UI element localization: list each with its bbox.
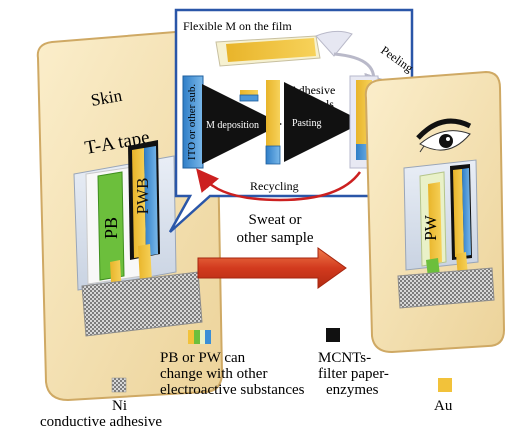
- legend-pbpw-line1: PB or PW can: [160, 350, 246, 366]
- coated-chip-gold: [240, 90, 258, 95]
- deposition-label: M deposition: [206, 120, 259, 131]
- legend-au-swatch: [438, 378, 452, 392]
- legend-pbpw-blue: [205, 330, 211, 344]
- m-on-substrate-gold: [266, 80, 280, 146]
- legend-au-label: Au: [434, 398, 453, 414]
- legend-pbpw-line3: electroactive substances: [160, 382, 305, 398]
- right-pwb-blue: [462, 168, 471, 256]
- right-ni-adhesive: [397, 267, 495, 309]
- legend-ni-line1: Ni: [112, 398, 127, 414]
- eye-icon: [416, 118, 472, 153]
- legend: PB or PW can change with other electroac…: [40, 328, 453, 430]
- m-on-substrate-blue: [265, 145, 281, 165]
- coated-chip-blue: [239, 94, 259, 102]
- legend-pbpw-white: [200, 330, 205, 344]
- pasting-label: Pasting: [292, 118, 321, 129]
- legend-pbpw-green: [194, 330, 200, 344]
- process-inset: Flexible M on the film Peeling ITO or ot…: [168, 8, 416, 233]
- legend-mcnt-line1: MCNTs-: [318, 350, 371, 366]
- adhesive-label-1: Adhesive: [290, 83, 335, 97]
- sample-flow: Sweat or other sample: [197, 212, 347, 289]
- right-device: PW: [364, 70, 506, 354]
- legend-mcnt-line2: filter paper-: [318, 366, 389, 382]
- recycling-label: Recycling: [250, 179, 299, 193]
- pw-label: PW: [421, 214, 440, 240]
- legend-mcnt-swatch: [326, 328, 340, 342]
- pw-gold-band: [428, 182, 442, 264]
- pb-electrode: [97, 171, 125, 281]
- sweat-label-2: other sample: [236, 230, 313, 246]
- legend-pbpw-gold: [188, 330, 194, 344]
- substrate-chip: [207, 97, 225, 107]
- substrate-label: ITO or other sub.: [186, 84, 198, 160]
- pwb-label: PWB: [133, 178, 152, 215]
- pwb-gold-band: [132, 148, 146, 258]
- sweat-label-1: Sweat or: [249, 212, 302, 228]
- legend-mcnt-line3: enzymes: [326, 382, 379, 398]
- pb-label: PB: [101, 217, 121, 239]
- flexible-label: Flexible M on the film: [183, 19, 292, 33]
- legend-ni-swatch: [111, 377, 127, 393]
- right-pwb-gold: [453, 169, 464, 257]
- pwb-gold-trace: [138, 244, 152, 284]
- recycling-arrow: [196, 168, 362, 202]
- left-ni-adhesive: [81, 271, 203, 337]
- pwb-blue-band: [144, 146, 158, 256]
- legend-ni-line2: conductive adhesive: [40, 414, 162, 430]
- flexible-film-curl: [315, 30, 353, 57]
- sample-arrow: [197, 247, 347, 289]
- legend-pbpw-line2: change with other: [160, 366, 267, 382]
- flexible-m-strip: [226, 38, 316, 62]
- adhesive-label-2: materials: [290, 97, 334, 111]
